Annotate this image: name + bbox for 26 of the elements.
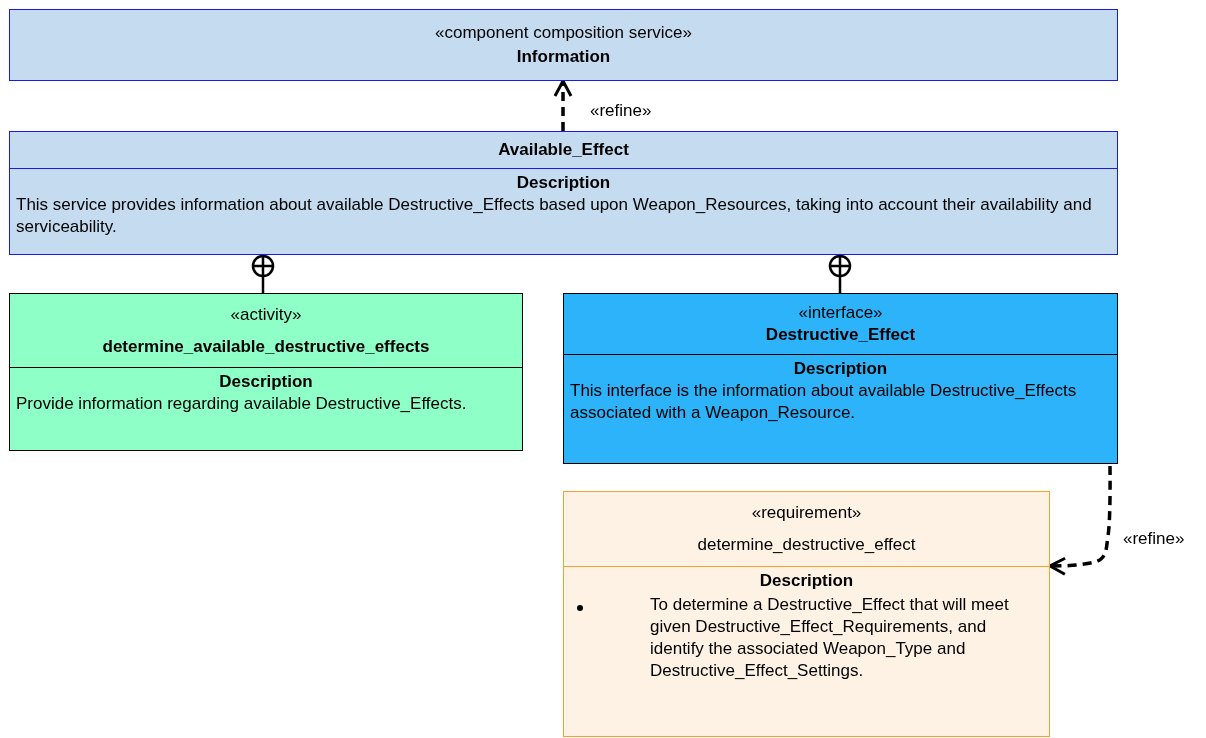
containment-line <box>828 254 852 293</box>
section-heading: Description <box>758 570 855 592</box>
section-heading: Description <box>515 172 612 194</box>
description-text: To determine a Destructive_Effect that will meet given Destructive_Effect_Requirements, and identify the associated Weapon_Type and Destructive_Effect_Settings. <box>650 594 1009 682</box>
stereotype-label: «requirement» <box>751 502 862 524</box>
element-name: Available_Effect <box>498 139 629 161</box>
stereotype-label: «interface» <box>798 302 883 324</box>
containment-line <box>251 254 275 293</box>
class-box <box>9 131 1118 255</box>
stereotype-label: «component composition service» <box>435 22 692 44</box>
description-text: This interface is the information about available Destructive_Effects associated with a Weapon_Resource. <box>570 380 1078 424</box>
element-name: Destructive_Effect <box>765 324 916 346</box>
dependency-arrow <box>1048 466 1112 576</box>
section-heading: Description <box>792 358 889 380</box>
class-box <box>9 9 1118 81</box>
class-box <box>563 293 1118 464</box>
element-name: Information <box>516 46 611 68</box>
element-name: determine_available_destructive_effects <box>102 335 430 358</box>
section-heading: Description <box>218 371 314 393</box>
description-text: This service provides information about available Destructive_Effects based upon Weapon_Resources, taking into account their availability and serviceability. <box>16 194 1093 238</box>
class-box <box>563 491 1050 737</box>
dependency-arrow <box>553 79 573 131</box>
stereotype-label: «activity» <box>230 303 302 326</box>
class-box <box>9 293 523 451</box>
element-name: determine_destructive_effect <box>697 534 916 556</box>
description-text: Provide information regarding available Destructive_Effects. <box>16 393 468 415</box>
